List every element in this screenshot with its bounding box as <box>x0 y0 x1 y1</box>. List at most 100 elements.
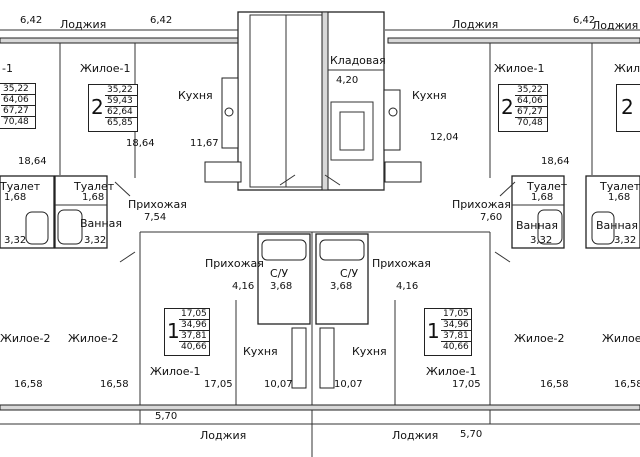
bathtub-far-right <box>591 211 615 245</box>
area-living1-cut-left: 18,64 <box>18 156 47 167</box>
cut-box-value: 70,48 <box>3 117 29 128</box>
apartment-area-value: 35,22 <box>105 85 137 97</box>
core-wall <box>321 11 329 191</box>
apartment-room-count: 1 <box>427 319 440 343</box>
label-loggia-bottom-left: Лоджия <box>200 429 247 442</box>
label-living1-top-left: Жилое-1 <box>80 62 131 75</box>
stove-right <box>388 107 398 117</box>
apartment-area-value: 70,48 <box>517 118 543 129</box>
area-living1-top-right: 18,64 <box>541 156 570 167</box>
area-living2-left: 16,58 <box>100 379 129 390</box>
area-bath-far-left: 3,32 <box>4 235 27 246</box>
apartment-area-value: 67,27 <box>515 107 547 119</box>
cut-area-box: 35,22 64,06 67,27 70,48 <box>0 83 36 129</box>
area-toilet-far-right: 1,68 <box>608 192 631 203</box>
label-hall-1room-right: Прихожая <box>372 257 431 270</box>
label-pantry: Кладовая <box>330 54 386 67</box>
label-bath-far-right: Ванная <box>596 219 639 232</box>
apartment-area-value: 59,43 <box>105 96 137 108</box>
apartment-area-value: 37,81 <box>179 331 209 343</box>
tub-right <box>319 239 365 261</box>
apartment-area-value: 40,66 <box>181 342 207 353</box>
kitchen-counter-bl <box>291 327 307 389</box>
label-hall-right: Прихожая <box>452 198 511 211</box>
exterior-wall-bottom <box>0 404 640 411</box>
elevator-cabin <box>339 111 365 151</box>
area-bath-far-right: 3,32 <box>614 235 637 246</box>
area-pantry: 4,20 <box>336 75 359 86</box>
label-living1-1room-right: Жилое-1 <box>426 365 477 378</box>
area-kitchen-1room-right: 10,07 <box>334 379 363 390</box>
label-loggia-bottom-right: Лоджия <box>392 429 439 442</box>
bathtub-left <box>57 209 83 245</box>
label-wc-right: С/У <box>340 267 359 280</box>
tub-left <box>261 239 307 261</box>
door-swing <box>114 181 131 197</box>
cut-box-value: 67,27 <box>1 106 35 118</box>
area-living1-1room-left: 17,05 <box>204 379 233 390</box>
kitchen-appliance-right <box>384 161 422 183</box>
area-living2-far-left: 16,58 <box>14 379 43 390</box>
area-bath-left: 3,32 <box>84 235 107 246</box>
apartment-area-value: 34,96 <box>179 320 209 332</box>
apartment-area-value: 64,06 <box>515 96 547 108</box>
door-swing <box>494 251 511 263</box>
label-toilet-right: Туалет <box>527 180 568 193</box>
label-living1-1room-left: Жилое-1 <box>150 365 201 378</box>
label-kitchen-1room-left: Кухня <box>243 345 278 358</box>
area-loggia-bottom-left: 5,70 <box>155 411 178 422</box>
bathtub-far-left <box>25 211 49 245</box>
label-kitchen-top-left: Кухня <box>178 89 213 102</box>
door-swing <box>499 181 516 197</box>
area-toilet-right: 1,68 <box>531 192 554 203</box>
cut-box-value: 64,06 <box>1 95 35 107</box>
apartment-area-value: 40,66 <box>443 342 469 353</box>
area-living2-far-right: 16,58 <box>614 379 640 390</box>
area-living1-1room-right: 17,05 <box>452 379 481 390</box>
label-living2-far-left: Жилое-2 <box>0 332 51 345</box>
apartment-box-1room-left: 1 17,05 34,96 37,81 40,66 <box>164 308 210 356</box>
apartment-room-count: 1 <box>167 319 180 343</box>
area-bath-right: 3,32 <box>530 235 553 246</box>
apartment-area-value: 37,81 <box>441 331 471 343</box>
area-loggia-top-left: 6,42 <box>20 15 43 26</box>
bathtub-right <box>537 209 563 245</box>
elevator-shaft <box>330 101 374 161</box>
label-toilet-far-left: Туалет <box>0 180 41 193</box>
apartment-room-count: 2 <box>91 95 104 119</box>
apartment-box-top-left: 2 35,22 59,43 62,64 65,85 <box>88 84 138 132</box>
label-toilet-left: Туалет <box>74 180 115 193</box>
apartment-box-1room-right: 1 17,05 34,96 37,81 40,66 <box>424 308 472 356</box>
label-living2-far-right: Жилое-2 <box>602 332 640 345</box>
area-kitchen-top-right: 12,04 <box>430 132 459 143</box>
stove-left <box>224 107 234 117</box>
apartment-room-count: 2 <box>501 95 514 119</box>
apartment-area-value: 17,05 <box>179 309 209 321</box>
stair-core <box>237 11 385 191</box>
door-swing <box>324 174 341 186</box>
door-swing <box>279 174 296 186</box>
label-wc-left: С/У <box>270 267 289 280</box>
area-hall-1room-right: 4,16 <box>396 281 419 292</box>
area-kitchen-top-left: 11,67 <box>190 138 219 149</box>
apartment-area-value: 34,96 <box>441 320 471 332</box>
apartment-room-count: 2 <box>621 95 634 119</box>
area-wc-left: 3,68 <box>270 281 293 292</box>
label-loggia-top-left: Лоджия <box>60 18 107 31</box>
area-living1-top-left: 18,64 <box>126 138 155 149</box>
area-hall-left: 7,54 <box>144 212 167 223</box>
area-loggia-top-right: 6,42 <box>573 15 596 26</box>
label-hall-1room-left: Прихожая <box>205 257 264 270</box>
label-loggia-top-far-right: Лоджия <box>592 19 639 32</box>
apartment-area-value: 17,05 <box>441 309 471 321</box>
area-kitchen-1room-left: 10,07 <box>264 379 293 390</box>
exterior-wall-top-right <box>387 37 640 44</box>
kitchen-appliance-left <box>204 161 242 183</box>
label-loggia-top-right: Лоджия <box>452 18 499 31</box>
area-hall-1room-left: 4,16 <box>232 281 255 292</box>
door-swing <box>119 251 136 263</box>
cut-box-value: 35,22 <box>1 84 35 96</box>
label-living1-cut-right: Жилое-1 <box>614 62 640 75</box>
